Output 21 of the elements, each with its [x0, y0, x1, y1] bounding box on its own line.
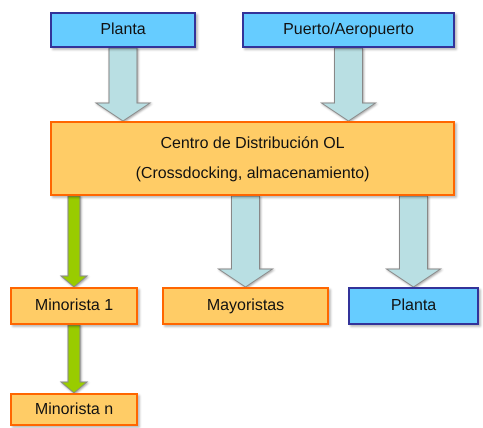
- process-box: [10, 287, 138, 325]
- process-box: [50, 12, 196, 48]
- block-arrow: [320, 48, 378, 122]
- process-box: [242, 12, 455, 48]
- box-label: Minorista 1: [34, 296, 114, 316]
- process-box: [162, 287, 329, 325]
- block-arrow: [384, 196, 442, 288]
- box-label: Planta: [390, 296, 436, 316]
- box-label: Centro de Distribución OL: [160, 134, 345, 154]
- box-label: Mayoristas: [206, 296, 284, 316]
- box-label: Minorista n: [34, 400, 114, 420]
- box-label: (Crossdocking, almacenamiento): [136, 164, 370, 184]
- block-arrow: [60, 196, 88, 288]
- block-arrow: [60, 324, 88, 394]
- block-arrow: [216, 196, 274, 288]
- process-box: [348, 287, 479, 325]
- block-arrow: [94, 48, 152, 122]
- process-box: [50, 121, 455, 196]
- box-label: Puerto/Aeropuerto: [283, 20, 414, 40]
- process-box: [10, 393, 138, 426]
- box-label: Planta: [100, 20, 146, 40]
